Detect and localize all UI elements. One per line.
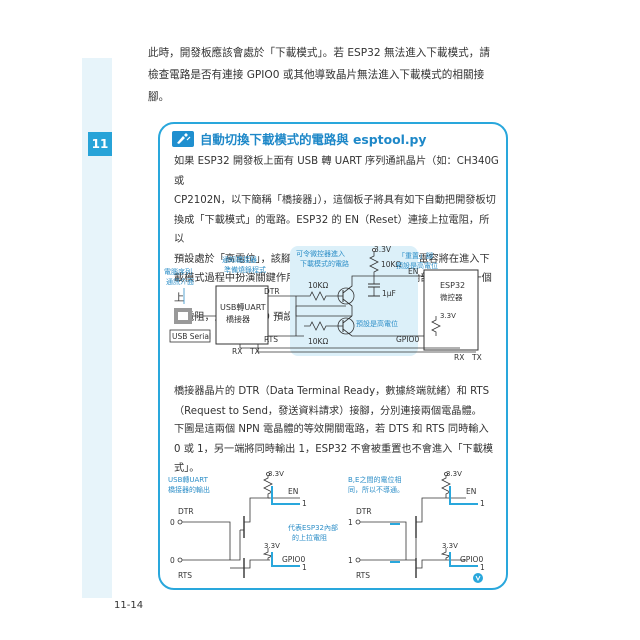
esp32-vcc-label: 3.3V [440,312,456,320]
control-note-1: 可令微控器進入 [296,249,345,258]
left-gpio0-label: GPIO0 [282,555,305,564]
chapter-number: 11 [88,132,112,156]
esp32-label-1: ESP32 [440,281,465,290]
pencil-icon [172,131,194,147]
notify-note-2: 準備燒錄程式 [224,265,266,274]
bridge-label-1: USB轉UART [220,302,266,312]
right-dtr-input: 1 [348,518,353,527]
intro-paragraph: 此時，開發板應該會處於「下載模式」。若 ESP32 無法進入下載模式，請 檢查電… [148,47,490,103]
right-rts-input: 1 [348,556,353,565]
left-vcc-label: 3.3V [268,470,284,478]
right-vcc-label: 3.3V [446,470,462,478]
auto-download-circuit-diagram: 電腦序列 通訊介面 USB Serial USB轉UART 橋接器 通知橋接器 … [164,245,482,362]
left-en-label: EN [288,487,298,496]
resistor-2-label: 10KΩ [308,337,328,346]
tip-box-title: 自動切換下載模式的電路與 esptool.py [200,132,427,147]
usb-serial-label: USB Serial [172,332,211,341]
mid-note-1: 代表ESP32內部 [288,523,338,532]
reset-note-1: 「重置」腳 [398,251,433,260]
left-dtr-label: DTR [178,507,194,516]
resistor-3-label: 10KΩ [381,260,401,269]
tip-box-header: 自動切換下載模式的電路與 esptool.py [172,130,427,148]
usb-note-1: 電腦序列 [164,267,192,276]
right-en-label: EN [466,487,476,496]
left-vcc2-label: 3.3V [264,542,280,550]
left-rts-label: RTS [178,571,192,580]
right-vcc2-label: 3.3V [442,542,458,550]
reset-note-2: 預設是高電位 [396,261,438,270]
tx-label: TX [249,347,260,356]
en-label-1: EN [408,267,418,276]
current-path-arrow [271,486,300,505]
gpio-note: 預設是高電位 [356,319,398,328]
vcc-1-label: 3.3V [374,245,392,254]
usb-note-2: 通訊介面 [166,277,194,286]
right-en-arrow [449,486,478,505]
notify-note-1: 通知橋接器 [222,255,257,264]
capacitor-label: 1μF [382,289,396,298]
gpio-current-arrow [271,552,300,567]
dtr-label: DTR [264,287,280,296]
rx2-label: RX [454,353,464,362]
esp32-label-2: 微控器 [440,292,463,302]
paragraph-2: 橋接器晶片的 DTR（Data Terminal Ready，數據終端就緒）和 … [174,386,490,417]
esp32-chip [423,269,479,351]
right-gpio0-output: 1 [480,563,485,572]
bridge-chip [215,285,269,345]
left-rts-input: 0 [170,556,175,565]
left-note-1: USB轉UART [168,475,209,484]
right-gpio-arrow [449,552,478,567]
right-dtr-label: DTR [356,507,372,516]
resistor-1-label: 10KΩ [308,281,328,290]
right-en-output: 1 [480,499,485,508]
control-circuit-area [290,246,418,356]
rx-label: RX [232,347,242,356]
paragraph-3: 下圖是這兩個 NPN 電晶體的等效開關電路，若 DTS 和 RTS 同時輸入 0… [174,424,494,474]
left-dtr-input: 0 [170,518,175,527]
right-gpio0-label: GPIO0 [460,555,483,564]
bridge-label-2: 橋接器 [226,314,250,324]
right-note-2: 同，所以不導通。 [348,485,404,494]
page-number: 11-14 [114,600,144,611]
left-gpio0-output: 1 [302,563,307,572]
right-rts-label: RTS [356,571,370,580]
left-en-output: 1 [302,499,307,508]
mid-note-2: 的上拉電阻 [292,533,327,542]
transistor-switch-diagram: USB轉UART 橋接器的輸出 DTR RTS 0 0 3.3V EN 1 代表… [168,470,485,583]
rts-label: RTS [264,335,278,344]
right-note-1: B,E之間的電位相 [348,475,401,484]
left-note-2: 橋接器的輸出 [168,485,210,494]
tx2-label: TX [471,353,482,362]
continue-arrow-icon [473,573,483,583]
gpio0-label-1: GPIO0 [396,335,419,344]
control-note-2: 下載模式的電路 [300,259,349,268]
